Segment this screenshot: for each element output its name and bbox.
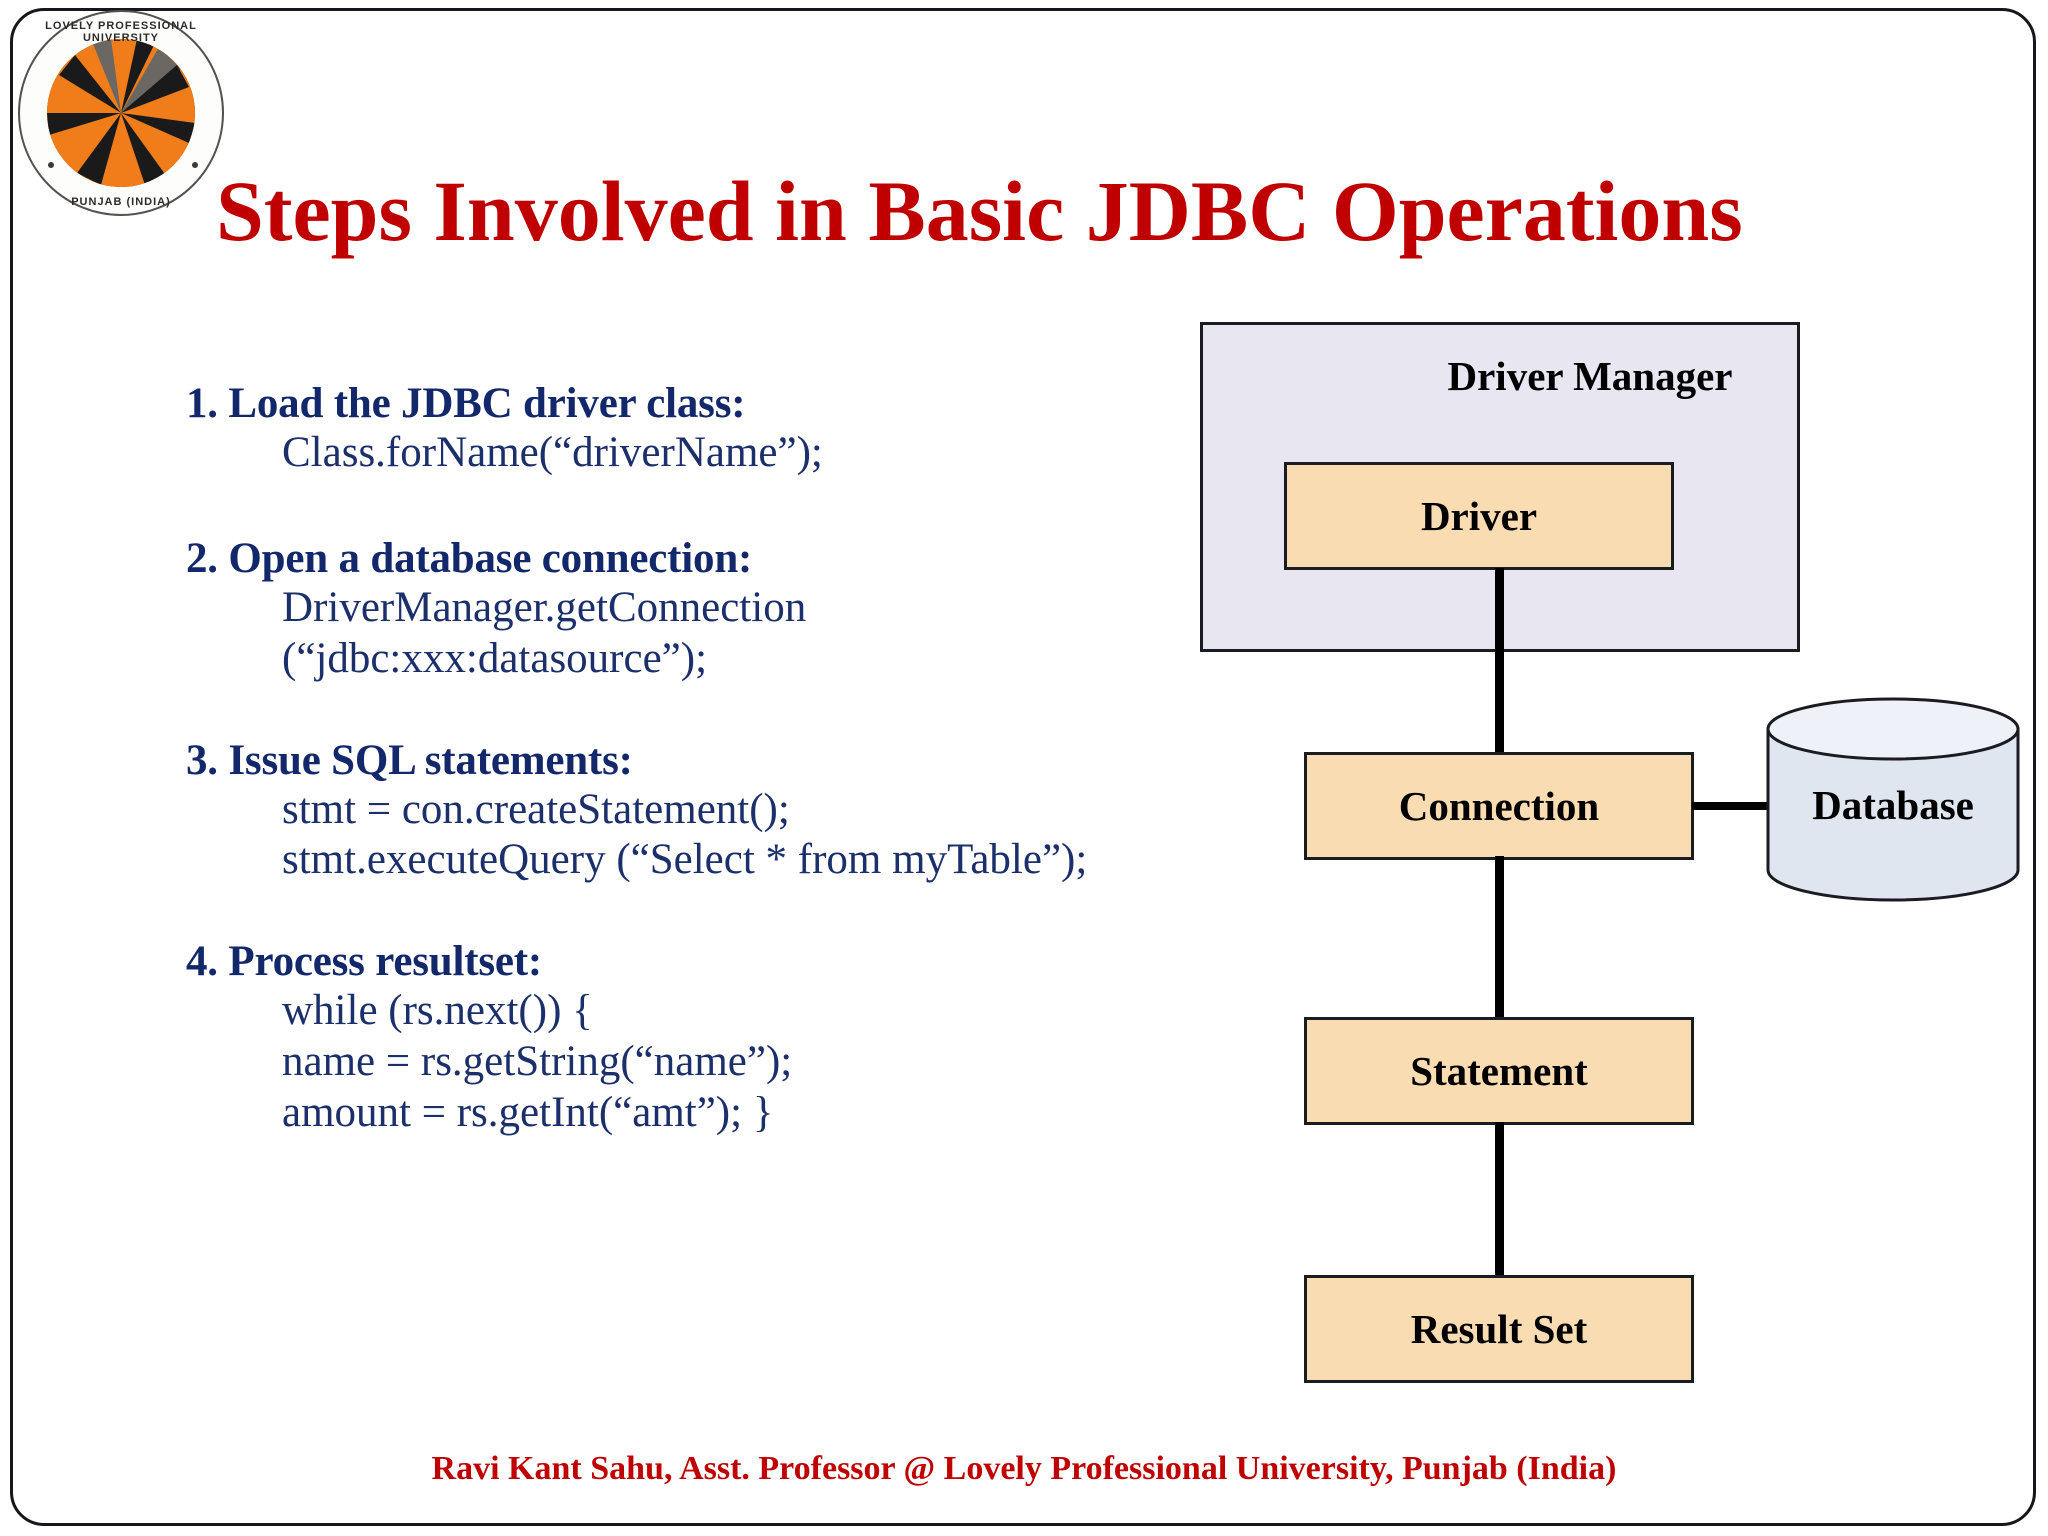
step-4-heading: 4. Process resultset: [186, 938, 543, 986]
driver-manager-label: Driver Manager [1447, 353, 1733, 399]
step-item-1: 1. Load the JDBC driver class: Class.for… [186, 380, 1256, 479]
logo-text-top: LOVELY PROFESSIONAL UNIVERSITY [45, 20, 197, 44]
step-2-heading: 2. Open a database connection: [186, 534, 753, 582]
step-4-code-line-1: while (rs.next()) { [282, 987, 593, 1035]
step-4-code-line-3: amount = rs.getInt(“amt”); } [282, 1088, 774, 1136]
connector-driver-to-connection [1495, 568, 1504, 756]
step-1-code-line-1: Class.forName(“driverName”); [282, 429, 823, 477]
step-3-heading: 3. Issue SQL statements: [186, 736, 633, 784]
driver-box: Driver [1284, 462, 1674, 570]
step-item-2: 2. Open a database connection: DriverMan… [186, 535, 1256, 685]
step-3-code-line-1: stmt = con.createStatement(); [282, 785, 790, 833]
step-3-code-line-2: stmt.executeQuery (“Select * from myTabl… [282, 836, 1088, 884]
driver-label: Driver [1420, 493, 1538, 539]
connection-box: Connection [1304, 752, 1694, 860]
connection-label: Connection [1398, 783, 1600, 829]
database-label: Database [1812, 782, 1974, 828]
statement-box: Statement [1304, 1017, 1694, 1125]
logo-text-bottom: PUNJAB (INDIA) [71, 196, 171, 208]
step-2-code-line-1: DriverManager.getConnection [282, 584, 807, 632]
result-set-label: Result Set [1410, 1306, 1588, 1352]
step-1-heading: 1. Load the JDBC driver class: [186, 380, 746, 427]
page-title: Steps Involved in Basic JDBC Operations [216, 162, 1743, 259]
step-2-code-line-2: (“jdbc:xxx:datasource”); [282, 634, 708, 682]
logo-sunburst-icon [47, 39, 195, 187]
connector-statement-to-resultset [1495, 1122, 1504, 1278]
logo-dot-right [192, 162, 198, 168]
step-item-4: 4. Process resultset: while (rs.next()) … [186, 938, 1256, 1138]
step-item-3: 3. Issue SQL statements: stmt = con.crea… [186, 737, 1256, 887]
connector-connection-to-database [1692, 802, 1767, 810]
jdbc-architecture-diagram: Driver Manager Driver Connection Databas… [1180, 300, 2020, 1390]
statement-label: Statement [1410, 1048, 1588, 1094]
step-4-code-line-2: name = rs.getString(“name”); [282, 1038, 793, 1086]
connector-connection-to-statement [1495, 856, 1504, 1020]
database-cylinder: Database [1764, 697, 2022, 902]
university-logo: LOVELY PROFESSIONAL UNIVERSITY PUNJAB (I… [18, 10, 228, 220]
result-set-box: Result Set [1304, 1275, 1694, 1383]
logo-dot-left [48, 162, 54, 168]
footer-attribution: Ravi Kant Sahu, Asst. Professor @ Lovely… [431, 1450, 1617, 1487]
steps-list: 1. Load the JDBC driver class: Class.for… [186, 380, 1256, 1179]
